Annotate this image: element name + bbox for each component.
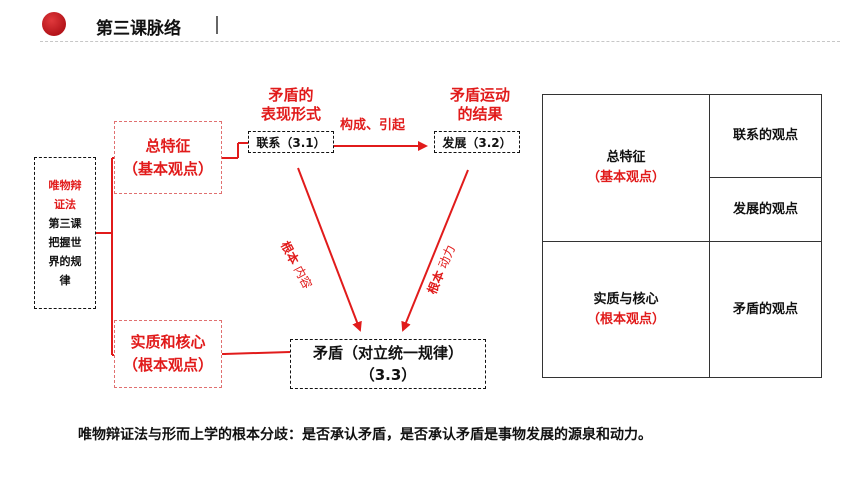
label-goucheng: 构成、引起 [340, 118, 406, 133]
shizhi-box: 实质和核心 （根本观点） [114, 320, 222, 388]
lianxi-to-maodun-arrow [297, 167, 362, 332]
label-jieguo-line: 矛盾运动 [449, 86, 510, 104]
label-jieguo: 矛盾运动 的结果 [438, 86, 522, 124]
node-lianxi: 联系（3.1） [248, 131, 334, 153]
table-cell-title: 实质与核心 [593, 291, 659, 307]
left-box-line: 界的规 [48, 255, 82, 268]
node-fazhan: 发展（3.2） [434, 131, 520, 153]
table-cell-lianxi: 联系的观点 [710, 95, 821, 178]
zongtezheng-title: 总特征 [145, 136, 191, 155]
summary-table: 总特征 （基本观点） 联系的观点 发展的观点 实质与核心 （根本观点） 矛盾的观… [542, 94, 822, 378]
left-box-line: 律 [59, 274, 71, 287]
label-biaoxian-line: 矛盾的 [268, 86, 314, 104]
label-biaoxian: 矛盾的 表现形式 [246, 86, 336, 124]
fazhan-to-maodun-arrow [401, 169, 469, 332]
node-maodun-line2: （3.3） [359, 366, 417, 384]
table-cell-sub: （基本观点） [586, 170, 665, 185]
header-red-dot-icon [42, 12, 66, 36]
node-maodun-line1: 矛盾（对立统一规律） [312, 344, 463, 362]
zongtezheng-connector [222, 142, 248, 159]
table-cell-fazhan: 发展的观点 [710, 178, 821, 242]
node-maodun: 矛盾（对立统一规律） （3.3） [290, 339, 486, 389]
table-cell-shizhi: 实质与核心 （根本观点） [543, 242, 710, 377]
shizhi-sub: （根本观点） [122, 356, 213, 374]
header-divider [216, 16, 218, 34]
left-box-line: 唯物辩 [48, 179, 82, 192]
bottom-statement: 唯物辩证法与形而上学的根本分歧：是否承认矛盾，是否承认矛盾是事物发展的源泉和动力… [78, 427, 652, 443]
table-cell-zongtezheng: 总特征 （基本观点） [543, 95, 710, 242]
zongtezheng-box: 总特征 （基本观点） [114, 121, 222, 194]
header-dashed-rule [40, 41, 840, 42]
label-biaoxian-line: 表现形式 [260, 105, 321, 123]
table-cell-maodun: 矛盾的观点 [732, 301, 798, 317]
zongtezheng-sub: （基本观点） [122, 159, 213, 178]
shizhi-title: 实质和核心 [130, 333, 206, 351]
left-box-line: 把握世 [48, 236, 82, 249]
bracket-connector [96, 157, 114, 356]
left-topic-box: 唯物辩 证法 第三课 把握世 界的规 律 [34, 157, 96, 309]
left-box-line: 第三课 [48, 217, 82, 230]
left-box-line: 证法 [54, 198, 76, 211]
table-cell-sub: （根本观点） [586, 311, 665, 327]
label-jieguo-line: 的结果 [457, 105, 503, 123]
page-title: 第三课脉络 [96, 19, 181, 39]
maodun-to-shizhi-arrow [223, 351, 291, 355]
table-cell-title: 总特征 [606, 150, 646, 165]
